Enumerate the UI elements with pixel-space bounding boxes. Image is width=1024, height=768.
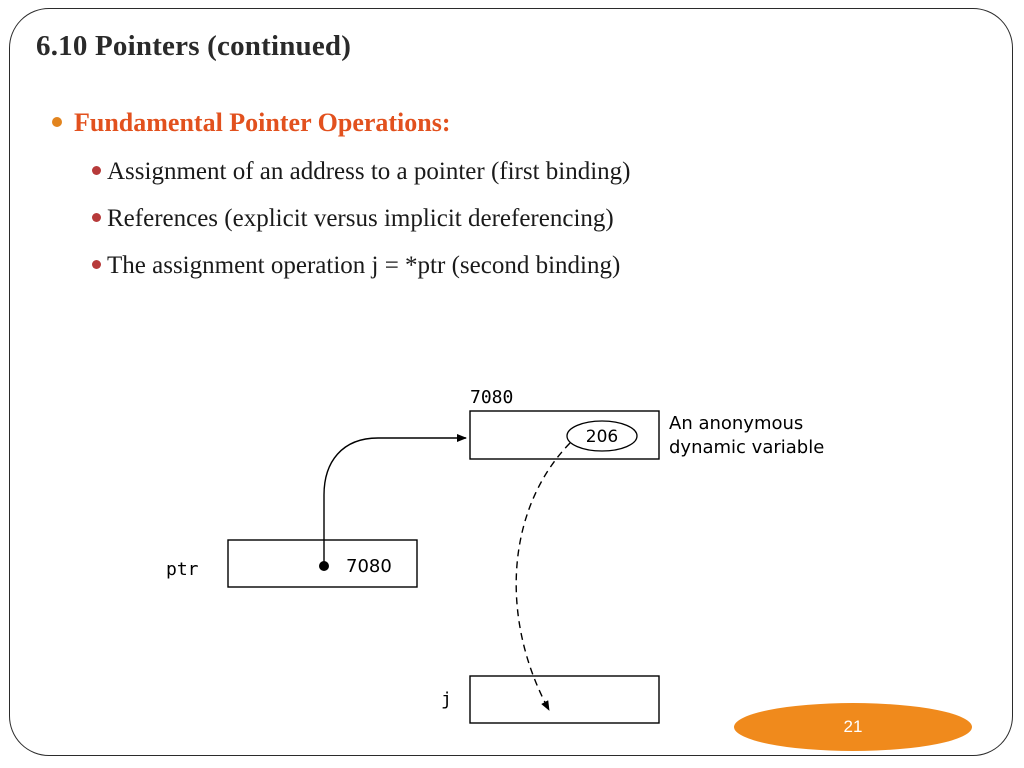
ptr-value: 7080 bbox=[346, 556, 392, 577]
sub-bullet: The assignment operation j = *ptr (secon… bbox=[92, 252, 620, 280]
slide-title: 6.10 Pointers (continued) bbox=[36, 30, 352, 62]
anon-address-label: 7080 bbox=[470, 387, 513, 408]
sub-bullet-text: References (explicit versus implicit der… bbox=[107, 205, 614, 232]
sub-bullet-text: Assignment of an address to a pointer (f… bbox=[107, 158, 631, 185]
j-label: j bbox=[441, 689, 452, 710]
anon-caption-line1: An anonymous bbox=[669, 413, 803, 434]
anon-variable-box bbox=[469, 410, 660, 460]
bullet-list: Fundamental Pointer Operations: Assignme… bbox=[0, 0, 1024, 320]
anon-caption-line2: dynamic variable bbox=[669, 437, 824, 458]
dereference-arrow bbox=[515, 442, 571, 711]
bullet-dot-icon bbox=[52, 117, 62, 127]
bullet-dot-icon bbox=[92, 260, 101, 269]
ptr-label: ptr bbox=[166, 559, 199, 580]
sub-bullet-text: The assignment operation j = *ptr (secon… bbox=[107, 252, 621, 279]
slide-frame bbox=[9, 8, 1013, 756]
bullet-dot-icon bbox=[92, 213, 101, 222]
sub-bullet: Assignment of an address to a pointer (f… bbox=[92, 158, 631, 186]
ptr-box bbox=[227, 539, 418, 588]
j-box bbox=[469, 675, 660, 724]
bullet-heading: Fundamental Pointer Operations: bbox=[52, 108, 451, 138]
anon-value-ellipse bbox=[566, 420, 638, 452]
page-number-badge: 21 bbox=[734, 703, 972, 751]
bullet-heading-text: Fundamental Pointer Operations: bbox=[74, 108, 451, 137]
anon-value: 206 bbox=[586, 427, 618, 447]
binding-arrow bbox=[323, 434, 467, 566]
sub-bullet: References (explicit versus implicit der… bbox=[92, 205, 614, 233]
bullet-dot-icon bbox=[92, 166, 101, 175]
page-number: 21 bbox=[843, 717, 863, 736]
